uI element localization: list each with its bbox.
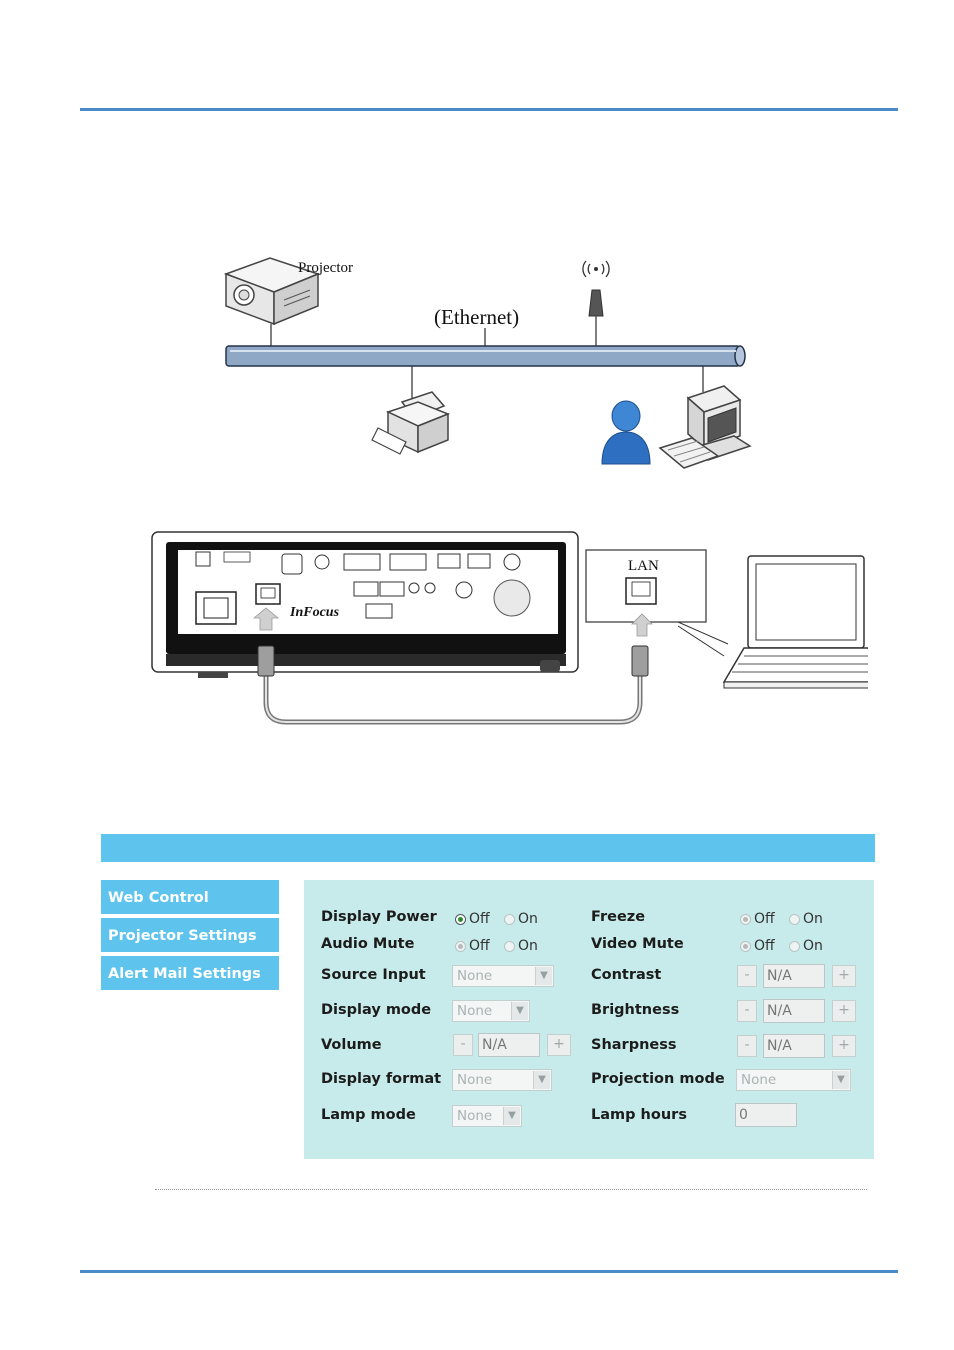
freeze-off-radio[interactable]: Off	[740, 911, 775, 927]
sidebar-item-web-control[interactable]: Web Control	[101, 880, 279, 916]
volume-increase-button[interactable]: +	[547, 1034, 571, 1056]
radio-selected-icon	[740, 913, 751, 925]
display-power-on-radio[interactable]: On	[504, 911, 538, 927]
audio-mute-off-radio[interactable]: Off	[455, 938, 490, 954]
sidebar-item-projector-settings[interactable]: Projector Settings	[101, 918, 279, 954]
connection-diagram: InFocus LAN	[151, 531, 868, 725]
display-power-off-radio[interactable]: Off	[455, 911, 490, 927]
lamp-hours-label: Lamp hours	[591, 1107, 687, 1123]
volume-value: N/A	[478, 1033, 540, 1057]
web-header-bar	[101, 834, 875, 862]
radio-icon	[789, 940, 800, 952]
contrast-decrease-button[interactable]: -	[737, 965, 757, 987]
lamp-hours-value: 0	[735, 1103, 797, 1127]
volume-decrease-button[interactable]: -	[453, 1034, 473, 1056]
video-mute-label: Video Mute	[591, 936, 684, 952]
freeze-on-radio[interactable]: On	[789, 911, 823, 927]
computer-icon	[658, 385, 752, 469]
antenna-icon	[582, 260, 610, 317]
contrast-increase-button[interactable]: +	[832, 965, 856, 987]
brightness-label: Brightness	[591, 1002, 680, 1018]
audio-mute-label: Audio Mute	[321, 936, 415, 952]
footer-rule	[80, 1270, 898, 1273]
display-power-label: Display Power	[321, 909, 437, 925]
radio-icon	[504, 913, 515, 925]
freeze-label: Freeze	[591, 909, 646, 925]
chevron-down-icon: ▼	[535, 967, 552, 985]
video-mute-off-radio[interactable]: Off	[740, 938, 775, 954]
user-icon	[601, 400, 651, 465]
network-diagram: Projector (Ethernet)	[223, 257, 752, 469]
brightness-decrease-button[interactable]: -	[737, 1000, 757, 1022]
sharpness-label: Sharpness	[591, 1037, 677, 1053]
projector-rear-panel: InFocus	[151, 531, 579, 678]
lan-label: LAN	[628, 558, 659, 574]
video-mute-on-radio[interactable]: On	[789, 938, 823, 954]
projector-label: Projector	[298, 260, 353, 276]
brand-logo: InFocus	[289, 605, 340, 620]
divider	[155, 1189, 867, 1190]
chevron-down-icon: ▼	[511, 1002, 528, 1020]
source-input-select[interactable]: None▼	[452, 965, 554, 987]
projector-icon	[223, 257, 321, 326]
radio-selected-icon	[740, 940, 751, 952]
radio-selected-icon	[455, 940, 466, 952]
display-format-select[interactable]: None▼	[452, 1069, 552, 1091]
printer-icon	[371, 391, 451, 455]
brightness-value: N/A	[763, 999, 825, 1023]
chevron-down-icon: ▼	[533, 1071, 550, 1089]
radio-selected-icon	[455, 913, 466, 925]
chevron-down-icon: ▼	[503, 1107, 520, 1125]
sharpness-value: N/A	[763, 1034, 825, 1058]
contrast-value: N/A	[763, 964, 825, 988]
sidebar-item-alert-mail-settings[interactable]: Alert Mail Settings	[101, 956, 279, 992]
chevron-down-icon: ▼	[832, 1071, 849, 1089]
display-format-label: Display format	[321, 1071, 442, 1087]
laptop-icon	[722, 555, 868, 689]
sharpness-increase-button[interactable]: +	[832, 1035, 856, 1057]
projection-mode-label: Projection mode	[591, 1071, 725, 1087]
display-mode-select[interactable]: None▼	[452, 1000, 530, 1022]
source-input-label: Source Input	[321, 967, 426, 983]
lan-callout: LAN	[585, 549, 707, 637]
lamp-mode-label: Lamp mode	[321, 1107, 416, 1123]
sharpness-decrease-button[interactable]: -	[737, 1035, 757, 1057]
volume-label: Volume	[321, 1037, 382, 1053]
header-rule	[80, 108, 898, 111]
contrast-label: Contrast	[591, 967, 662, 983]
radio-icon	[504, 940, 515, 952]
display-mode-label: Display mode	[321, 1002, 432, 1018]
brightness-increase-button[interactable]: +	[832, 1000, 856, 1022]
audio-mute-on-radio[interactable]: On	[504, 938, 538, 954]
projection-mode-select[interactable]: None▼	[736, 1069, 851, 1091]
ethernet-label: (Ethernet)	[434, 305, 519, 329]
lamp-mode-select[interactable]: None▼	[452, 1105, 522, 1127]
lan-cable	[257, 645, 649, 725]
radio-icon	[789, 913, 800, 925]
ethernet-bus	[225, 345, 746, 367]
